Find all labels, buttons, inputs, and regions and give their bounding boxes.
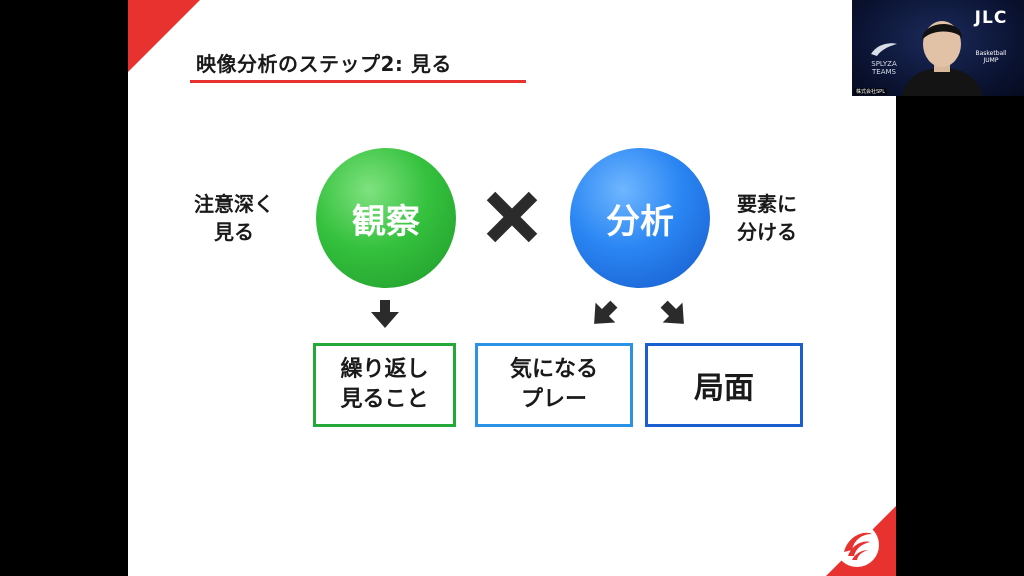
play-line-2: プレー bbox=[520, 387, 587, 412]
brand-left-line-1: SPLYZA bbox=[871, 60, 897, 68]
interesting-play-box: 気になる プレー bbox=[475, 343, 633, 427]
right-note: 要素に 分ける bbox=[724, 190, 810, 246]
jlc-subtitle: Basketball JUMP bbox=[975, 50, 1007, 64]
repeat-line-1: 繰り返し bbox=[340, 357, 429, 382]
title-underline bbox=[190, 80, 526, 83]
splyza-logo-icon bbox=[835, 523, 879, 567]
observe-circle: 観察 bbox=[316, 148, 456, 288]
observe-label: 観察 bbox=[352, 201, 420, 242]
down-left-arrow-icon bbox=[594, 300, 618, 324]
repeat-line-2: 見ること bbox=[340, 387, 429, 412]
splyza-wing-icon bbox=[871, 43, 897, 56]
analyze-label: 分析 bbox=[606, 201, 674, 242]
play-line-1: 気になる bbox=[509, 357, 598, 382]
jlc-logo-text: JLC bbox=[974, 8, 1008, 28]
webcam-feed: SPLYZA TEAMS JLC Basketball JUMP 株式会社SPL bbox=[852, 0, 1024, 96]
phase-label: 局面 bbox=[694, 371, 754, 406]
left-note-line-1: 注意深く bbox=[194, 192, 274, 216]
repeat-viewing-box: 繰り返し 見ること bbox=[313, 343, 456, 427]
presenter-video bbox=[902, 21, 982, 96]
left-note: 注意深く 見る bbox=[192, 190, 276, 246]
jlc-brand: JLC Basketball JUMP bbox=[968, 8, 1014, 64]
right-note-line-2: 分ける bbox=[737, 220, 797, 244]
right-note-line-1: 要素に bbox=[737, 192, 797, 216]
down-right-arrow-icon bbox=[660, 300, 684, 324]
analyze-circle: 分析 bbox=[570, 148, 710, 288]
corner-accent-top-left bbox=[128, 0, 200, 72]
webcam-caption: 株式会社SPL bbox=[854, 88, 887, 95]
down-arrow-icon bbox=[371, 300, 399, 328]
phase-box: 局面 bbox=[645, 343, 803, 427]
left-note-line-2: 見る bbox=[214, 220, 254, 244]
presentation-slide: 映像分析のステップ2: 見る 注意深く 見る 観察 分析 要素に 分ける bbox=[128, 0, 896, 576]
multiply-icon bbox=[486, 191, 538, 243]
brand-left-line-2: TEAMS bbox=[872, 68, 896, 76]
slide-title: 映像分析のステップ2: 見る bbox=[196, 52, 452, 76]
splyza-teams-brand: SPLYZA TEAMS bbox=[864, 40, 904, 76]
